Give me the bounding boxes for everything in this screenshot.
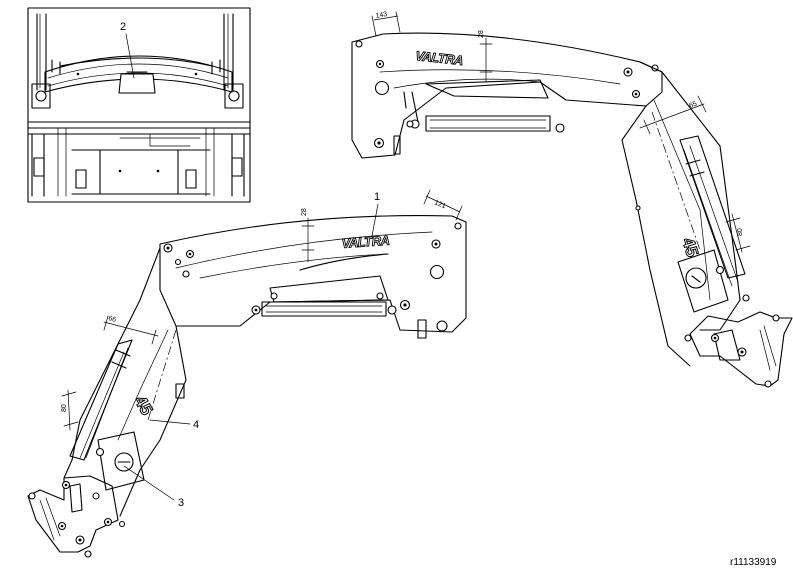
right-brand-decal: VALTRA bbox=[415, 48, 464, 68]
right-dim-column-width: 65 bbox=[688, 101, 698, 110]
callout-3: 3 bbox=[178, 497, 184, 509]
callout-1: 1 bbox=[374, 191, 380, 203]
left-brand-decal: VALTRA bbox=[341, 233, 390, 251]
callout-4: 4 bbox=[193, 419, 199, 431]
left-dim-decal-height: 80 bbox=[61, 404, 68, 412]
left-dim-column-width: 66 bbox=[108, 315, 117, 324]
right-dim-decal-height: 80 bbox=[737, 228, 744, 236]
front-view-frame bbox=[27, 7, 251, 203]
callout-2: 2 bbox=[120, 21, 126, 33]
left-loader-arm: VALTRA 45 28 121 66 80 1 3 4 bbox=[27, 189, 467, 558]
left-dim-top-width: 121 bbox=[433, 199, 447, 210]
right-loader-arm: VALTRA 45 143 28 65 80 bbox=[351, 11, 793, 388]
right-dim-top-height: 28 bbox=[478, 30, 485, 38]
front-center-plate bbox=[118, 73, 156, 94]
left-dim-top-height: 28 bbox=[301, 208, 308, 216]
left-model-decal: 45 bbox=[131, 393, 157, 419]
reference-code: r11133919 bbox=[730, 557, 777, 568]
front-view-detail: 2 bbox=[27, 7, 251, 203]
right-dim-top-width: 143 bbox=[375, 11, 388, 20]
